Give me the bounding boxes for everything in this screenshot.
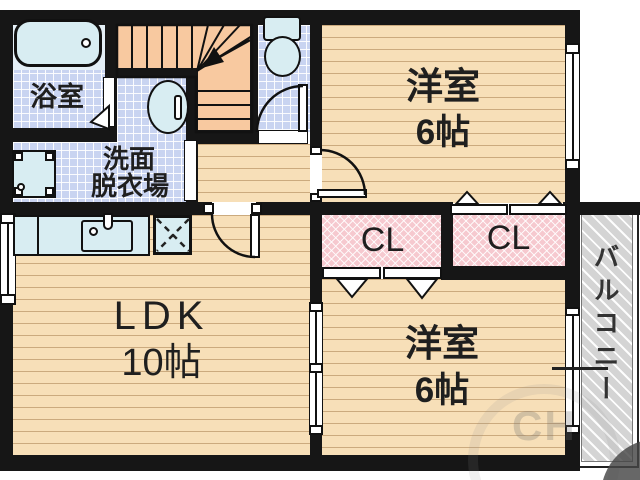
ldk-size: 10帖 bbox=[121, 342, 202, 384]
wall-balcony-top bbox=[563, 202, 640, 215]
window-balcony-center-mark bbox=[552, 367, 608, 370]
ldk-door-leaf bbox=[250, 214, 260, 258]
bedroom-top-size: 6帖 bbox=[415, 113, 471, 152]
ldk-door-jamb-left bbox=[203, 203, 214, 214]
washroom-label-line1: 洗面 bbox=[102, 144, 155, 174]
watermark-text: CH bbox=[512, 402, 577, 449]
window-bedroom-top-cap-bottom bbox=[565, 159, 580, 170]
closet-left-door-panel-1 bbox=[322, 267, 381, 279]
washbasin-handle bbox=[174, 95, 182, 120]
ldk-label: LDK bbox=[113, 294, 210, 338]
closet-left-label: CL bbox=[360, 221, 405, 259]
washing-machine-foot-tr bbox=[45, 152, 54, 161]
wall-closet-top bbox=[310, 202, 452, 215]
window-ldk-left-cap-bottom bbox=[0, 294, 16, 305]
wall-left-upper bbox=[0, 10, 13, 215]
bedroom-top-door-leaf bbox=[317, 189, 367, 198]
wall-right-2 bbox=[565, 168, 580, 213]
closet-left-door-panel-2 bbox=[383, 267, 442, 279]
bedroom-bottom-label: 洋室 bbox=[405, 323, 479, 364]
closet-right-door-panel-2 bbox=[509, 204, 567, 215]
watermark-ring bbox=[468, 384, 620, 480]
room-bedroom-top bbox=[322, 25, 565, 203]
wall-right-1 bbox=[565, 10, 580, 45]
toilet-bowl bbox=[264, 36, 301, 77]
closet-right-label: CL bbox=[486, 219, 531, 257]
wall-center-vert-3 bbox=[310, 434, 322, 470]
balcony-label: バルコニー bbox=[590, 243, 620, 408]
toilet-door-threshold bbox=[258, 130, 308, 144]
wall-toilet-left bbox=[250, 13, 258, 131]
wall-hall-ldk-left bbox=[13, 202, 212, 215]
window-bedroom-top bbox=[565, 43, 580, 170]
stairs-lower-flight bbox=[196, 68, 252, 132]
bathtub-drain bbox=[81, 38, 91, 48]
room-closet-right bbox=[452, 215, 565, 267]
toilet-door-leaf bbox=[298, 84, 308, 132]
washroom-label-line2: 脱衣場 bbox=[90, 171, 169, 201]
washing-machine-foot-tl bbox=[14, 152, 23, 161]
wall-bathroom-bottom bbox=[0, 128, 117, 142]
kitchen-counter-divider bbox=[37, 216, 39, 255]
wall-bottom bbox=[0, 455, 580, 471]
wall-center-vert-2 bbox=[310, 194, 322, 304]
room-hallway bbox=[196, 144, 310, 202]
kitchen-faucet bbox=[89, 227, 98, 236]
wall-center-vert-1 bbox=[310, 10, 322, 152]
washing-machine-foot-br bbox=[45, 187, 54, 196]
kitchen-tap bbox=[103, 213, 113, 230]
sliding-door-cap-top bbox=[309, 302, 323, 312]
wall-stairs-washroom bbox=[117, 68, 196, 77]
wall-stairs-bottom bbox=[186, 130, 258, 144]
window-balcony-cap-top bbox=[565, 307, 580, 316]
sliding-door-cap-bottom bbox=[309, 425, 323, 435]
sliding-door-cap-middle bbox=[309, 363, 323, 373]
washroom-sliding-door bbox=[184, 140, 197, 201]
room-closet-left bbox=[322, 215, 443, 267]
bathroom-folding-door bbox=[103, 77, 115, 127]
bedroom-bottom-size: 6帖 bbox=[414, 371, 470, 410]
wall-closet-bottom bbox=[443, 266, 580, 280]
washing-machine-drain bbox=[17, 183, 25, 191]
bedroom-top-door-jamb-top bbox=[310, 146, 322, 155]
ldk-door-jamb-right bbox=[251, 203, 262, 214]
wall-right-3 bbox=[565, 213, 580, 309]
wall-closet-divider bbox=[441, 202, 453, 280]
stairs-upper-flight bbox=[117, 25, 252, 70]
refrigerator-space bbox=[153, 215, 192, 255]
closet-right-door-panel-1 bbox=[450, 204, 508, 215]
bathroom-label: 浴室 bbox=[30, 82, 84, 112]
window-bedroom-top-cap-top bbox=[565, 43, 580, 54]
wall-hall-ldk-right bbox=[256, 202, 310, 215]
wall-left-lower bbox=[0, 303, 13, 470]
bedroom-top-label: 洋室 bbox=[406, 66, 480, 107]
washbasin bbox=[147, 80, 189, 134]
